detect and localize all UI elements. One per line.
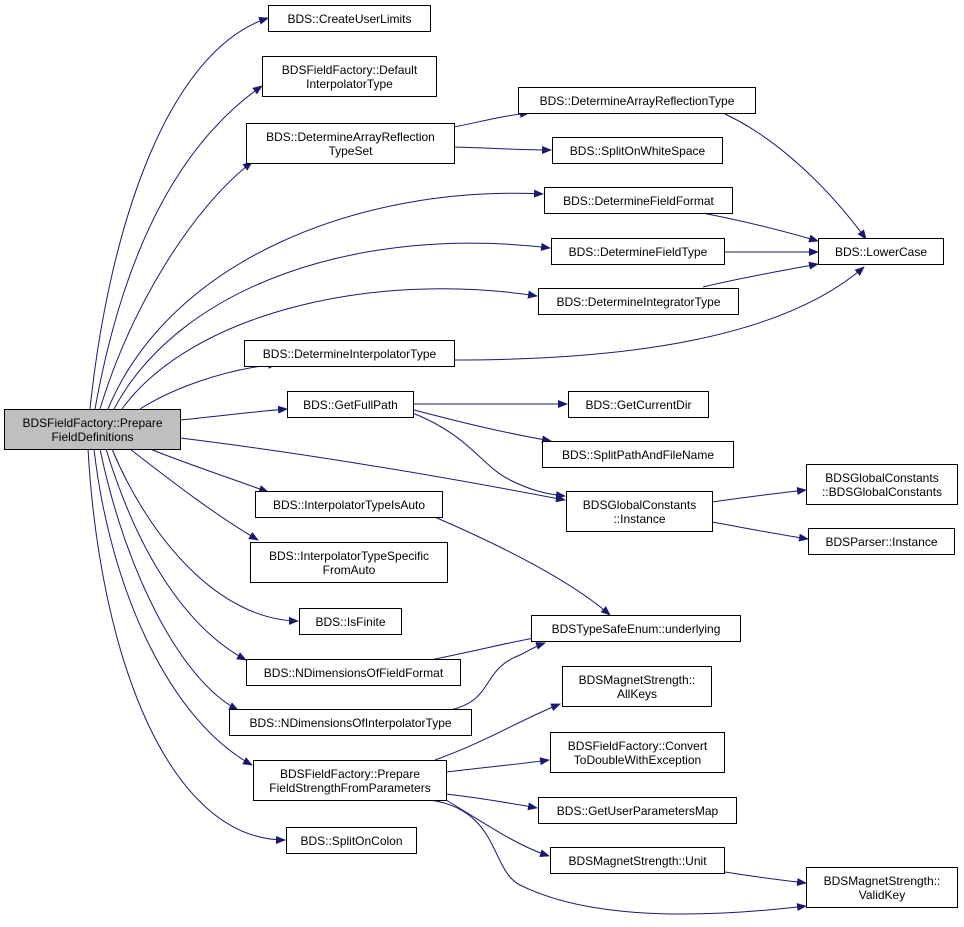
- edge-prepare-strength-magnet-strength-valid-key: [429, 799, 807, 915]
- edge-set-split-on-white-space: [453, 145, 552, 154]
- node-get-user-parameters-map[interactable]: BDS::GetUserParametersMap: [538, 797, 737, 824]
- edge-root-determine-integrator-type: [121, 288, 538, 410]
- edge-root-determine-field-format: [107, 189, 544, 410]
- edge-root-interpolator-type-is-auto: [149, 448, 269, 493]
- edge-root-get-full-path: [179, 405, 288, 421]
- node-default-interpolator-type[interactable]: BDSFieldFactory::Default InterpolatorTyp…: [262, 56, 437, 97]
- edge-magnet-strength-unit-valid-key: [724, 871, 807, 886]
- node-determine-interpolator-type[interactable]: BDS::DetermineInterpolatorType: [244, 340, 455, 367]
- edge-root-global-constants-instance: [179, 437, 566, 503]
- node-parser-instance[interactable]: BDSParser::Instance: [808, 528, 955, 555]
- edge-prepare-strength-get-user-parameters-map: [445, 793, 538, 811]
- node-global-constants-ctor[interactable]: BDSGlobalConstants ::BDSGlobalConstants: [806, 464, 958, 505]
- node-interpolator-type-specific-from-auto[interactable]: BDS::InterpolatorTypeSpecific FromAuto: [250, 542, 448, 583]
- edge-root-determine-interpolator-type: [139, 360, 278, 410]
- node-determine-integrator-type[interactable]: BDS::DetermineIntegratorType: [538, 288, 739, 315]
- edge-determine-integrator-type-lower-case: [702, 261, 819, 288]
- node-interpolator-type-is-auto[interactable]: BDS::InterpolatorTypeIsAuto: [255, 491, 443, 518]
- edge-n-dimensions-of-field-format-underlying: [429, 634, 541, 661]
- node-create-user-limits[interactable]: BDS::CreateUserLimits: [268, 5, 431, 32]
- node-determine-array-reflection-type[interactable]: BDS::DetermineArrayReflectionType: [518, 87, 756, 114]
- edge-interpolator-type-is-auto-underlying: [429, 514, 611, 616]
- edge-n-dimensions-of-interpolator-type-underlying: [449, 642, 546, 711]
- node-magnet-strength-unit[interactable]: BDSMagnetStrength::Unit: [550, 847, 725, 874]
- edge-prepare-strength-all-keys: [434, 703, 561, 761]
- node-get-full-path[interactable]: BDS::GetFullPath: [287, 391, 414, 418]
- edge-root-prepare-field-strength-from-parameters: [93, 448, 253, 766]
- node-n-dimensions-of-interpolator-type[interactable]: BDS::NDimensionsOfInterpolatorType: [229, 709, 472, 736]
- node-lower-case[interactable]: BDS::LowerCase: [818, 238, 944, 265]
- edge-root-determine-field-type: [113, 242, 551, 410]
- node-global-constants-instance[interactable]: BDSGlobalConstants ::Instance: [566, 491, 713, 532]
- edge-root-n-dimensions-of-interpolator-type: [99, 448, 239, 711]
- edge-root-is-finite: [111, 448, 299, 625]
- edge-set-determine-array-reflection-type: [453, 109, 530, 128]
- edge-root-n-dimensions-of-field-format: [105, 448, 247, 661]
- node-magnet-strength-all-keys[interactable]: BDSMagnetStrength:: AllKeys: [562, 666, 712, 707]
- edge-root-split-on-colon: [87, 448, 286, 844]
- edge-get-full-path-split-path-and-file-name: [413, 409, 552, 444]
- node-magnet-strength-valid-key[interactable]: BDSMagnetStrength:: ValidKey: [806, 867, 958, 908]
- edge-determine-interpolator-type-lower-case: [453, 266, 865, 361]
- edge-root-create-user-limits: [89, 17, 269, 410]
- edge-get-full-path-global-constants-instance: [409, 411, 566, 500]
- node-convert-to-double-with-exception[interactable]: BDSFieldFactory::Convert ToDoubleWithExc…: [550, 732, 725, 773]
- edge-determine-array-reflection-type-lower-case: [724, 113, 867, 240]
- node-split-on-colon[interactable]: BDS::SplitOnColon: [286, 827, 417, 854]
- edge-root-default-interpolator-type: [94, 85, 263, 410]
- node-determine-field-format[interactable]: BDS::DetermineFieldFormat: [544, 187, 733, 214]
- node-determine-field-type[interactable]: BDS::DetermineFieldType: [551, 238, 725, 265]
- edge-root-determine-array-reflection-type-set: [99, 161, 253, 410]
- edge-global-constants-instance-parser-instance: [711, 521, 809, 542]
- node-n-dimensions-of-field-format[interactable]: BDS::NDimensionsOfFieldFormat: [246, 659, 461, 686]
- node-determine-array-reflection-type-set[interactable]: BDS::DetermineArrayReflection TypeSet: [246, 123, 455, 164]
- node-prepare-field-strength-from-parameters[interactable]: BDSFieldFactory::Prepare FieldStrengthFr…: [253, 760, 447, 801]
- edge-determine-field-format-lower-case: [696, 211, 819, 243]
- node-type-safe-enum-underlying[interactable]: BDSTypeSafeEnum::underlying: [531, 615, 741, 642]
- node-split-path-and-file-name[interactable]: BDS::SplitPathAndFileName: [542, 441, 734, 468]
- node-root: BDSFieldFactory::Prepare FieldDefinition…: [4, 409, 181, 450]
- node-split-on-white-space[interactable]: BDS::SplitOnWhiteSpace: [552, 137, 723, 164]
- node-is-finite[interactable]: BDS::IsFinite: [299, 608, 402, 635]
- edge-prepare-strength-magnet-strength-unit: [445, 799, 550, 858]
- node-get-current-dir[interactable]: BDS::GetCurrentDir: [568, 391, 709, 418]
- edge-root-interpolator-type-specific-from-auto: [129, 448, 259, 541]
- edge-prepare-strength-convert-to-double: [445, 757, 550, 773]
- edge-global-constants-instance-ctor: [711, 487, 807, 503]
